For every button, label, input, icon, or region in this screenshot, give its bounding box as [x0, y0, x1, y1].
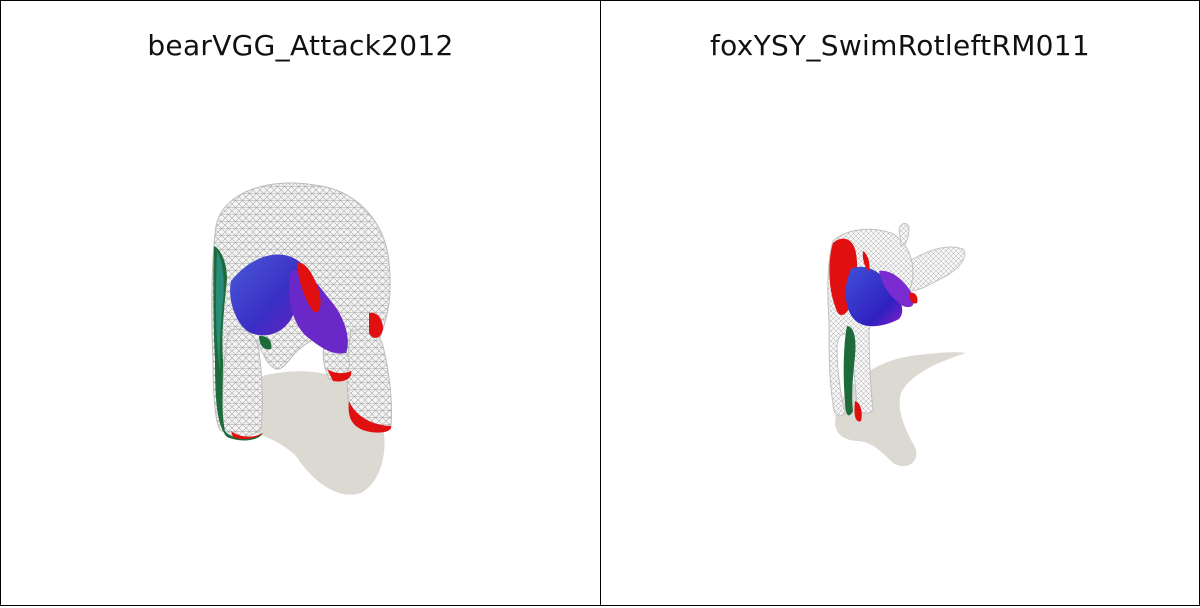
- fox-red-foot: [854, 401, 862, 422]
- bear-red-foot-left: [231, 431, 263, 440]
- panel-title: bearVGG_Attack2012: [147, 29, 454, 62]
- bear-blue-patch: [230, 254, 306, 336]
- ground-shadow: [225, 371, 385, 495]
- fox-mesh-render: [827, 222, 966, 467]
- right-viewport-panel: foxYSY_SwimRotleftRM011: [600, 0, 1200, 606]
- bear-red-patch-right: [369, 312, 383, 338]
- bear-red-foot-mid: [327, 369, 352, 382]
- fox-purple-neck: [879, 270, 914, 308]
- fox-blue-body: [845, 266, 903, 327]
- bear-green-knee: [259, 335, 272, 350]
- bear-red-patch-left: [297, 262, 321, 313]
- fox-red-stripe: [862, 251, 870, 271]
- bear-left-leg-mesh: [221, 328, 263, 438]
- fox-ear-mesh: [898, 222, 910, 246]
- bear-mesh-render: [211, 182, 393, 495]
- bear-red-foot: [348, 401, 392, 433]
- fox-green-leg: [843, 326, 856, 416]
- fox-red-cheek: [909, 292, 918, 304]
- left-viewport-panel: bearVGG_Attack2012: [0, 0, 601, 606]
- bear-teal-stripe: [216, 251, 224, 371]
- panel-title: foxYSY_SwimRotleftRM011: [709, 29, 1091, 62]
